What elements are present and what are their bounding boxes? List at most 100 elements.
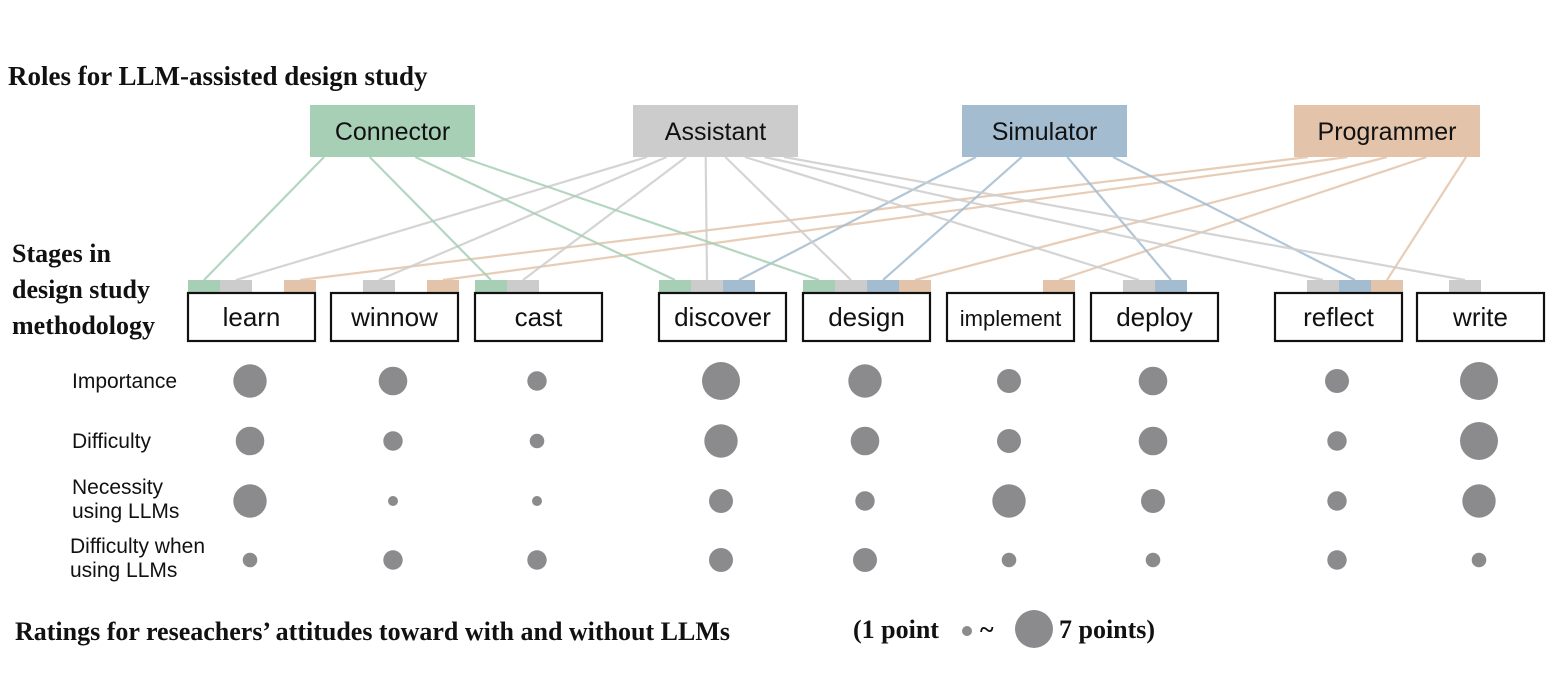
stage-strip-cast-assistant — [507, 280, 539, 293]
ratings-title: Ratings for reseachers’ attitudes toward… — [15, 617, 730, 646]
rating-dot-difficulty_llm-deploy — [1145, 552, 1161, 568]
stage-implement: implement — [945, 280, 1076, 343]
rating-dot-difficulty-write — [1460, 422, 1498, 460]
metric-label-difficulty_llm-0: Difficulty when — [70, 535, 205, 558]
stage-write: write — [1415, 280, 1546, 343]
link-simulator-design — [882, 156, 1023, 281]
stage-box-discover — [657, 291, 788, 343]
stage-box-deploy — [1089, 291, 1220, 343]
link-connector-learn — [203, 156, 325, 281]
rating-dot-necessity-winnow — [388, 496, 398, 506]
metric-row-importance: Importance — [72, 362, 1498, 400]
stage-label-learn: learn — [223, 302, 281, 332]
role-box-assistant — [633, 105, 798, 157]
roles-row: Connector Assistant Simulator Programmer — [310, 105, 1480, 157]
metric-label-difficulty-0: Difficulty — [72, 430, 151, 453]
rating-dot-necessity-discover — [709, 489, 733, 513]
role-box-programmer — [1294, 105, 1480, 157]
rating-dot-difficulty_llm-design — [853, 548, 877, 572]
stage-strip-design-connector — [803, 280, 835, 293]
rating-dot-difficulty-learn — [235, 426, 265, 456]
rating-dot-importance-reflect — [1325, 369, 1349, 393]
stage-strip-reflect-simulator — [1339, 280, 1371, 293]
stage-strip-design-programmer — [899, 280, 931, 293]
stage-box-design — [801, 291, 932, 343]
stages-title-line-1: Stages in — [12, 239, 112, 268]
link-programmer-reflect — [1386, 156, 1467, 281]
link-assistant-discover — [704, 156, 709, 281]
link-programmer-learn — [299, 155, 1309, 282]
stage-strip-learn-connector — [188, 280, 220, 293]
rating-dot-necessity-implement — [992, 484, 1026, 518]
stage-cast: cast — [473, 280, 604, 343]
stage-box-write — [1415, 291, 1546, 343]
stage-strip-design-assistant — [835, 280, 867, 293]
stage-strip-discover-connector — [659, 280, 691, 293]
metric-label-necessity-0: Necessity — [72, 476, 164, 499]
rating-dot-importance-discover — [702, 362, 740, 400]
role-label-simulator: Simulator — [992, 118, 1098, 146]
rating-dot-importance-cast — [527, 371, 547, 391]
link-assistant-winnow — [378, 155, 668, 282]
rating-dot-difficulty_llm-cast — [527, 550, 547, 570]
stage-box-implement — [945, 291, 1076, 343]
rating-dot-difficulty-discover — [704, 424, 738, 458]
rating-dot-difficulty-implement — [997, 429, 1021, 453]
link-assistant-deploy — [744, 155, 1140, 282]
legend-min-label: (1 point — [853, 615, 939, 644]
ratings-legend: Ratings for reseachers’ attitudes toward… — [15, 610, 1155, 648]
rating-dot-difficulty-winnow — [383, 431, 403, 451]
stages-title-line-2: design study — [12, 275, 150, 304]
rating-dot-importance-learn — [233, 364, 267, 398]
role-label-programmer: Programmer — [1318, 118, 1457, 146]
role-label-assistant: Assistant — [665, 118, 766, 146]
stage-label-write: write — [1452, 302, 1508, 332]
stage-box-winnow — [329, 291, 460, 343]
rating-dot-difficulty-design — [850, 426, 880, 456]
rating-dot-importance-deploy — [1138, 366, 1168, 396]
role-connector: Connector — [310, 105, 475, 157]
stage-strip-implement-programmer — [1043, 280, 1075, 293]
stage-strip-learn-programmer — [284, 280, 316, 293]
stage-design: design — [801, 280, 932, 343]
link-assistant-cast — [522, 156, 687, 281]
stage-strip-deploy-simulator — [1155, 280, 1187, 293]
stage-label-cast: cast — [515, 302, 563, 332]
link-programmer-winnow — [442, 155, 1348, 282]
link-programmer-implement — [1058, 155, 1427, 282]
stage-strip-cast-connector — [475, 280, 507, 293]
stage-strip-learn-assistant — [220, 280, 252, 293]
legend-min-dot — [962, 626, 972, 636]
stage-reflect: reflect — [1273, 280, 1404, 343]
link-simulator-reflect — [1112, 156, 1356, 281]
rating-dot-necessity-learn — [233, 484, 267, 518]
stage-discover: discover — [657, 280, 788, 343]
link-assistant-write — [783, 155, 1466, 282]
rating-dot-necessity-deploy — [1141, 489, 1165, 513]
rating-dot-necessity-cast — [532, 496, 542, 506]
rating-dot-difficulty_llm-write — [1471, 552, 1487, 568]
roles-title: Roles for LLM-assisted design study — [8, 61, 428, 91]
legend-max-label: 7 points) — [1059, 615, 1155, 644]
role-assistant: Assistant — [633, 105, 798, 157]
link-assistant-learn — [235, 155, 648, 282]
role-label-connector: Connector — [335, 118, 450, 146]
stage-deploy: deploy — [1089, 280, 1220, 343]
stages-title: Stages in design study methodology — [12, 239, 155, 340]
stage-box-reflect — [1273, 291, 1404, 343]
rating-dot-importance-write — [1460, 362, 1498, 400]
role-box-connector — [310, 105, 475, 157]
metric-label-difficulty_llm-1: using LLMs — [70, 559, 177, 582]
stage-strip-write-assistant — [1449, 280, 1481, 293]
stage-label-design: design — [828, 302, 905, 332]
stage-strip-design-simulator — [867, 280, 899, 293]
rating-dot-difficulty-reflect — [1327, 431, 1347, 451]
rating-dot-difficulty-deploy — [1138, 426, 1168, 456]
stage-strip-discover-simulator — [723, 280, 755, 293]
legend-max-dot — [1015, 610, 1053, 648]
stage-strip-reflect-assistant — [1307, 280, 1339, 293]
